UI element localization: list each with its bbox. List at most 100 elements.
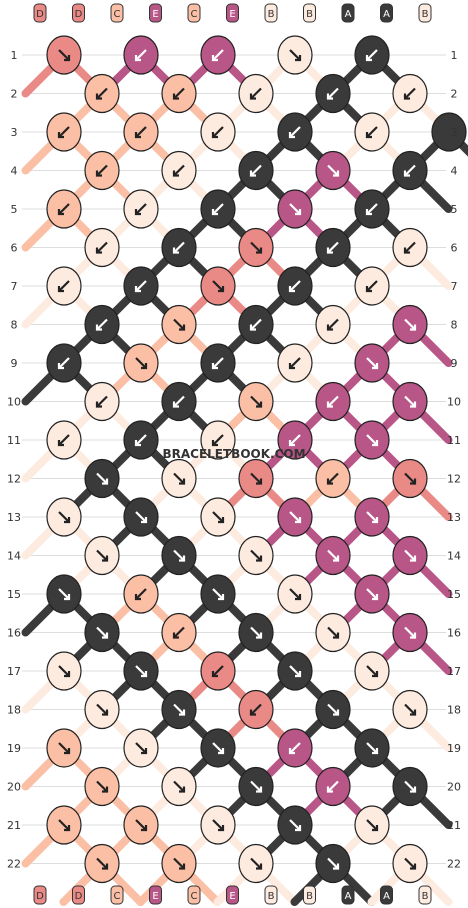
knot-arrow-line (366, 665, 378, 677)
knot-node (84, 766, 120, 807)
knot-arrow-line (289, 742, 301, 754)
top-strand-letter: B (306, 9, 313, 20)
knot-arrow-head (326, 247, 333, 254)
knot-arrow-line (135, 742, 147, 754)
row-number-right: 6 (451, 242, 458, 255)
knot-arrow-line (366, 49, 378, 61)
row-number-right: 12 (447, 473, 461, 486)
bottom-strand-letter: E (229, 891, 235, 902)
knot-node (84, 689, 120, 730)
knot-arrow-head (172, 247, 179, 254)
knot-node (392, 381, 428, 422)
knot-node (315, 535, 351, 576)
top-strand-letter: B (422, 9, 429, 20)
row-number-left: 21 (7, 819, 21, 832)
knot-node (161, 381, 197, 422)
knot-arrow-line (250, 164, 262, 177)
knot-node (161, 843, 197, 884)
knot-arrow-line (289, 203, 301, 215)
knot-node (238, 766, 274, 807)
top-strand-tab (341, 3, 355, 23)
knot-arrow-head (326, 786, 333, 793)
top-strand-tab (110, 3, 124, 23)
knot-arrow-line (96, 857, 108, 870)
knot-arrow-head (64, 671, 71, 678)
knot-node (46, 35, 82, 75)
row-number-right: 3 (451, 126, 458, 139)
top-strand-letter: A (383, 9, 390, 20)
top-strand-letter: D (75, 9, 83, 20)
knot-arrow-head (326, 93, 333, 100)
knot-arrow-line (327, 241, 339, 254)
knot-arrow-line (58, 357, 70, 369)
row-number-left: 17 (7, 665, 21, 678)
knot-arrow-line (135, 819, 147, 831)
knot-arrow-line (327, 780, 339, 793)
knot-node (431, 112, 467, 152)
knot-node (46, 112, 82, 152)
row-number-left: 13 (7, 511, 21, 524)
bottom-strand-letter: C (191, 891, 198, 902)
row-number-right: 2 (451, 88, 458, 101)
knot-node (84, 150, 120, 191)
knot-arrow-line (289, 665, 301, 677)
knot-arrow-head (64, 748, 71, 755)
knot-node (277, 420, 313, 460)
knot-arrow-line (250, 395, 262, 408)
knot-arrow-line (212, 819, 224, 831)
row-number-right: 5 (451, 203, 458, 216)
knot-arrow-line (58, 511, 70, 523)
knot-arrow-line (289, 126, 301, 138)
knot-arrow-line (96, 780, 108, 793)
top-strand-letter: E (152, 9, 158, 20)
knot-arrow-head (372, 440, 379, 447)
knot-node (123, 35, 159, 75)
knot-arrow-line (327, 472, 339, 485)
knot-arrow-head (218, 748, 225, 755)
knot-arrow-head (57, 440, 64, 447)
top-strand-tab (226, 3, 239, 23)
knot-arrow-line (289, 819, 301, 831)
knot-arrow-head (326, 401, 333, 408)
top-strand-tab (264, 3, 278, 23)
knot-arrow-line (289, 357, 301, 369)
knot-arrow-head (295, 517, 302, 524)
knot-node (315, 843, 351, 884)
knot-arrow-head (410, 324, 417, 331)
knot-arrow-head (410, 709, 417, 716)
knot-arrow-line (58, 126, 70, 138)
top-strand-tab (72, 3, 85, 23)
knot-arrow-head (179, 863, 186, 870)
knot-arrow-line (404, 703, 416, 716)
knot-arrow-line (212, 511, 224, 523)
knot-arrow-line (327, 395, 339, 408)
knot-node (354, 805, 390, 845)
bottom-strand-tab (110, 885, 124, 905)
bottom-strand-letter: A (345, 891, 352, 902)
knot-arrow-head (179, 786, 186, 793)
knot-node (84, 227, 120, 268)
knot-arrow-line (289, 49, 301, 61)
knot-arrow-head (365, 286, 372, 293)
knot-arrow-head (249, 709, 256, 716)
knot-arrow-head (134, 55, 141, 62)
knot-node (315, 73, 351, 114)
knot-node (277, 266, 313, 306)
knot-arrow-line (212, 357, 224, 369)
knot-arrow-line (404, 87, 416, 100)
knot-arrow-head (134, 286, 141, 293)
knot-arrow-head (288, 132, 295, 139)
knot-arrow-head (333, 632, 340, 639)
knot-arrow-line (58, 280, 70, 292)
knot-arrow-line (212, 742, 224, 754)
bottom-strand-letter: E (152, 891, 158, 902)
knot-arrow-head (372, 363, 379, 370)
knot-arrow-head (64, 55, 71, 62)
knot-arrow-line (96, 241, 108, 254)
knot-node (161, 304, 197, 345)
knot-arrow-head (102, 786, 109, 793)
top-strand-letter: C (191, 9, 198, 20)
knot-arrow-head (141, 748, 148, 755)
knot-arrow-head (256, 632, 263, 639)
knot-node (46, 266, 82, 306)
